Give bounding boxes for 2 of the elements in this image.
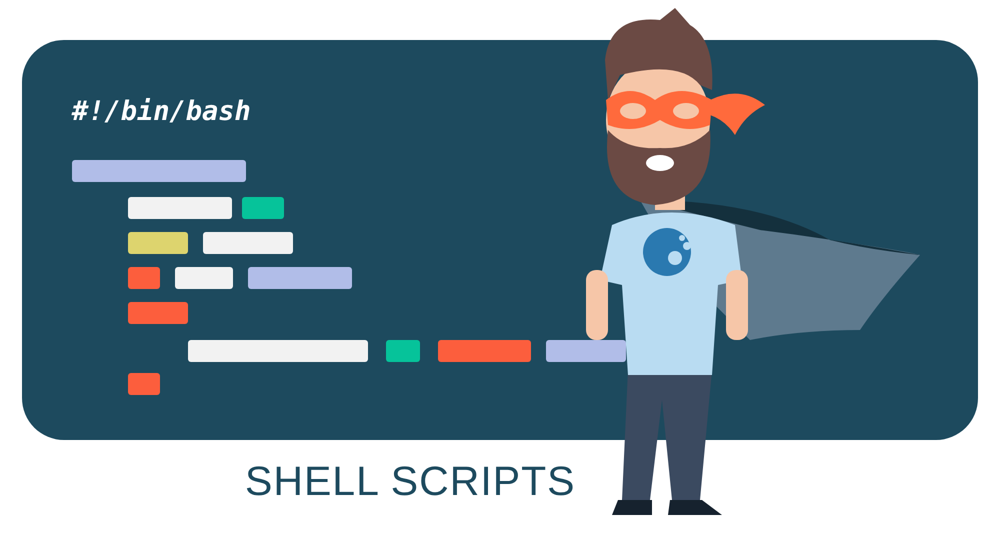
- title: SHELL SCRIPTS: [245, 458, 576, 505]
- code-heading: #!/bin/bash: [72, 96, 251, 127]
